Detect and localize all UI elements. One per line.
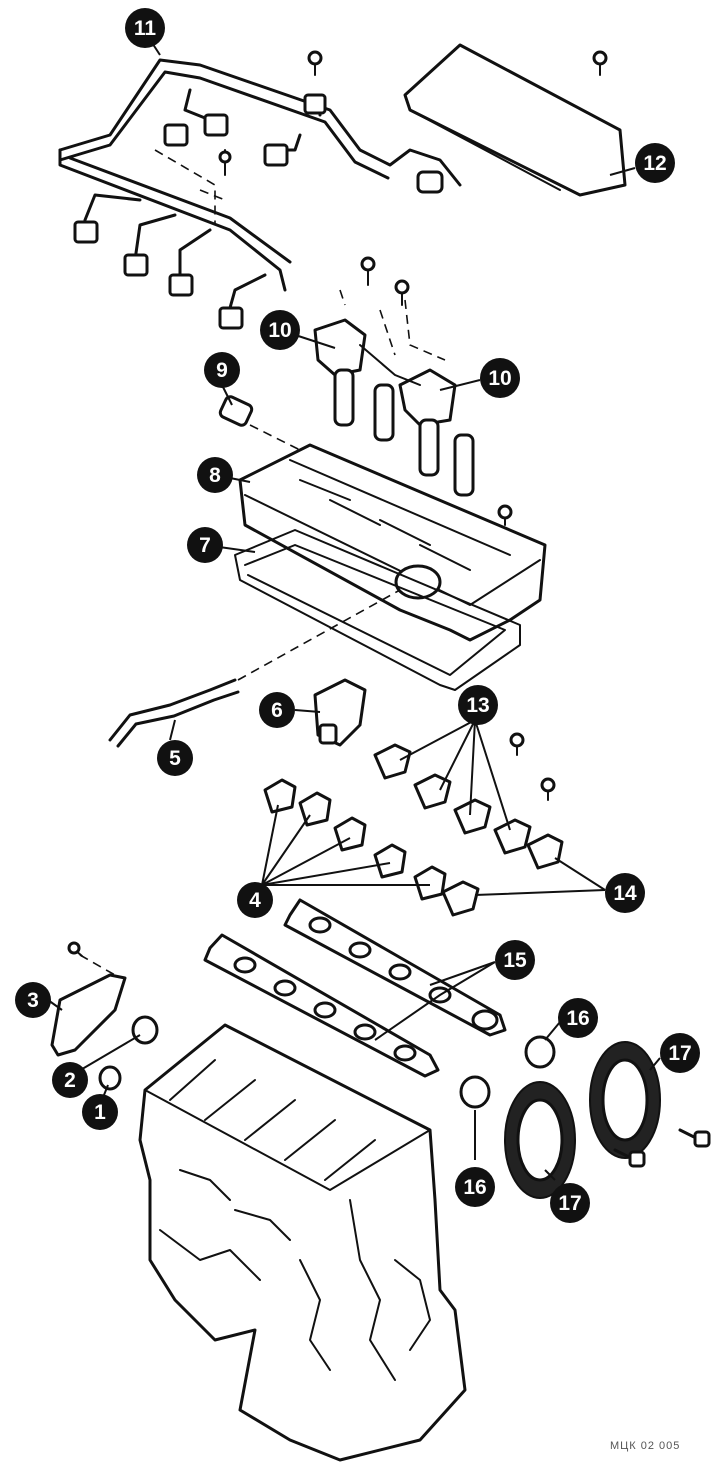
callout-9: 9 — [204, 352, 240, 388]
svg-text:16: 16 — [463, 1176, 486, 1199]
svg-text:15: 15 — [503, 949, 527, 972]
svg-text:10: 10 — [488, 367, 511, 390]
callouts: 1 2 3 4 5 6 7 8 — [15, 8, 700, 1223]
callout-17a: 17 — [660, 1033, 700, 1073]
callout-14: 14 — [605, 873, 645, 913]
callout-13: 13 — [458, 685, 498, 725]
cam-sensor — [313, 678, 367, 747]
figure-code: МЦК 02 005 — [610, 1440, 681, 1452]
wiring-harness — [58, 50, 462, 330]
callout-6: 6 — [259, 692, 295, 728]
callout-15: 15 — [495, 940, 535, 980]
callout-7: 7 — [187, 527, 223, 563]
svg-text:16: 16 — [566, 1007, 589, 1030]
callout-17b: 17 — [550, 1183, 590, 1223]
callout-10b: 10 — [480, 358, 520, 398]
cover-gasket — [234, 529, 521, 691]
svg-text:2: 2 — [64, 1069, 76, 1092]
cylinder-head-cover — [238, 443, 547, 642]
callout-5: 5 — [157, 740, 193, 776]
callout-12: 12 — [635, 143, 675, 183]
bracket-seal-plug — [50, 941, 159, 1091]
svg-text:8: 8 — [209, 464, 221, 487]
engine-block — [138, 1023, 467, 1462]
ignition-coils — [313, 256, 475, 497]
svg-text:1: 1 — [94, 1101, 106, 1124]
svg-text:3: 3 — [27, 989, 39, 1012]
callout-2: 2 — [52, 1062, 88, 1098]
engine-cover-plate — [403, 43, 627, 197]
sprockets — [459, 1035, 711, 1199]
bearing-caps — [373, 732, 564, 917]
svg-text:17: 17 — [668, 1042, 691, 1065]
callout-11: 11 — [125, 8, 165, 48]
svg-text:11: 11 — [134, 17, 157, 40]
callout-3: 3 — [15, 982, 51, 1018]
callout-16b: 16 — [455, 1167, 495, 1207]
callout-16a: 16 — [558, 998, 598, 1038]
svg-text:6: 6 — [271, 699, 283, 722]
svg-text:7: 7 — [199, 534, 211, 557]
callout-8: 8 — [197, 457, 233, 493]
callout-1: 1 — [82, 1094, 118, 1130]
pcv-valve — [218, 395, 301, 451]
callout-4: 4 — [237, 882, 273, 918]
callout-10a: 10 — [260, 310, 300, 350]
svg-text:4: 4 — [249, 889, 261, 912]
breather-hose — [108, 589, 401, 748]
svg-text:14: 14 — [613, 882, 637, 905]
svg-text:13: 13 — [466, 694, 489, 717]
svg-text:17: 17 — [558, 1192, 581, 1215]
svg-text:9: 9 — [216, 359, 228, 382]
svg-text:12: 12 — [643, 152, 666, 175]
svg-text:10: 10 — [268, 319, 291, 342]
svg-text:5: 5 — [169, 747, 181, 770]
